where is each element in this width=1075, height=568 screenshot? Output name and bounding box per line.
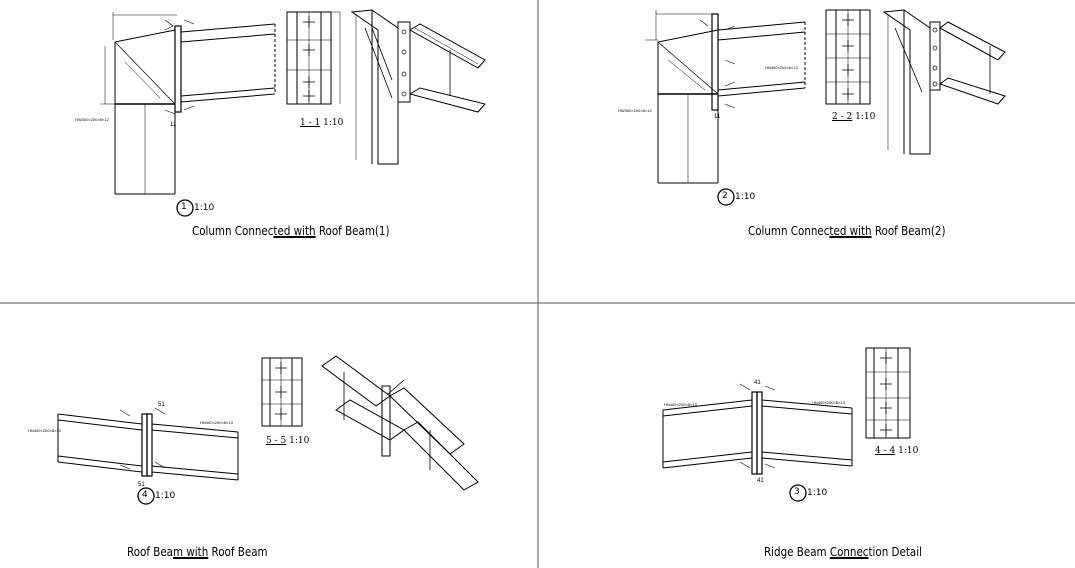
svg-text:HN400×200×8×13: HN400×200×8×13 (664, 402, 698, 407)
title-part-underlined: m with (173, 545, 209, 559)
svg-text:41: 41 (757, 478, 764, 484)
detail-marker-2 (717, 188, 735, 206)
panel-title-3: Roof Beam with Roof Beam (127, 545, 268, 559)
panel-title-2: Column Connected with Roof Beam(2) (748, 224, 946, 238)
title-part: Column Connec (192, 224, 274, 238)
section-id: 2 - 2 (832, 112, 853, 122)
section-id: 4 - 4 (875, 446, 896, 456)
detail-drawing-4: 41 41 HN400×200×8×13 HN400×200×8×13 (662, 347, 911, 484)
svg-text:HN400×200×8×13: HN400×200×8×13 (812, 400, 846, 405)
detail-marker-3 (789, 484, 807, 502)
svg-text:11: 11 (714, 114, 721, 120)
title-part: Roof Beam(2) (871, 224, 946, 238)
section-scale: 1:10 (289, 436, 310, 446)
detail-scale-1: 1:10 (194, 203, 215, 213)
title-part-underlined: Connec (829, 545, 869, 559)
panel-title-4: Ridge Beam Connection Detail (764, 545, 922, 559)
title-part-underlined: ted with (273, 224, 316, 238)
section-label-5: 5 - 5 1:10 (266, 436, 309, 446)
section-scale: 1:10 (898, 446, 919, 456)
section-id: 5 - 5 (266, 436, 287, 446)
title-part: Column Connec (748, 224, 830, 238)
detail-scale-2: 1:10 (735, 192, 756, 202)
detail-number-4: 4 (142, 490, 148, 500)
detail-number-3: 3 (794, 487, 800, 497)
detail-scale-4: 1:10 (155, 491, 176, 501)
section-label-2: 2 - 2 1:10 (832, 112, 875, 122)
section-scale: 1:10 (855, 112, 876, 122)
title-part-underlined: ted with (829, 224, 872, 238)
section-id: 1 - 1 (300, 118, 321, 128)
svg-text:11: 11 (170, 122, 177, 128)
svg-text:41: 41 (754, 380, 761, 386)
svg-text:HW300×200×8×12: HW300×200×8×12 (75, 117, 109, 122)
svg-text:HN400×200×8×13: HN400×200×8×13 (28, 428, 62, 433)
detail-drawing-3: 51 51 HN400×200×8×13 HN400×200×8×13 (28, 355, 479, 491)
section-scale: 1:10 (323, 118, 344, 128)
section-label-4: 4 - 4 1:10 (875, 446, 918, 456)
svg-text:HN400×200×8×13: HN400×200×8×13 (200, 420, 234, 425)
svg-text:HN400×200×8×13: HN400×200×8×13 (765, 65, 799, 70)
detail-marker-1 (176, 199, 194, 217)
svg-text:HW300×200×8×12: HW300×200×8×12 (618, 108, 652, 113)
detail-number-2: 2 (722, 191, 728, 201)
section-label-1: 1 - 1 1:10 (300, 118, 343, 128)
detail-scale-3: 1:10 (807, 488, 828, 498)
title-part: Roof Beam(1) (315, 224, 390, 238)
detail-number-1: 1 (181, 202, 187, 212)
title-part: Roof Bea (127, 545, 174, 559)
title-part: Ridge Beam (764, 545, 830, 559)
panel-title-1: Column Connected with Roof Beam(1) (192, 224, 390, 238)
svg-text:51: 51 (138, 482, 145, 488)
svg-text:51: 51 (158, 402, 165, 408)
detail-drawing-1: 11 HW300×200×8×12 (75, 9, 486, 195)
detail-marker-4 (137, 487, 155, 505)
title-part: Roof Beam (208, 545, 268, 559)
detail-drawing-2: 11 HW300×200×8×12 HN400×200×8×13 (618, 9, 1006, 184)
title-part: tion Detail (868, 545, 922, 559)
